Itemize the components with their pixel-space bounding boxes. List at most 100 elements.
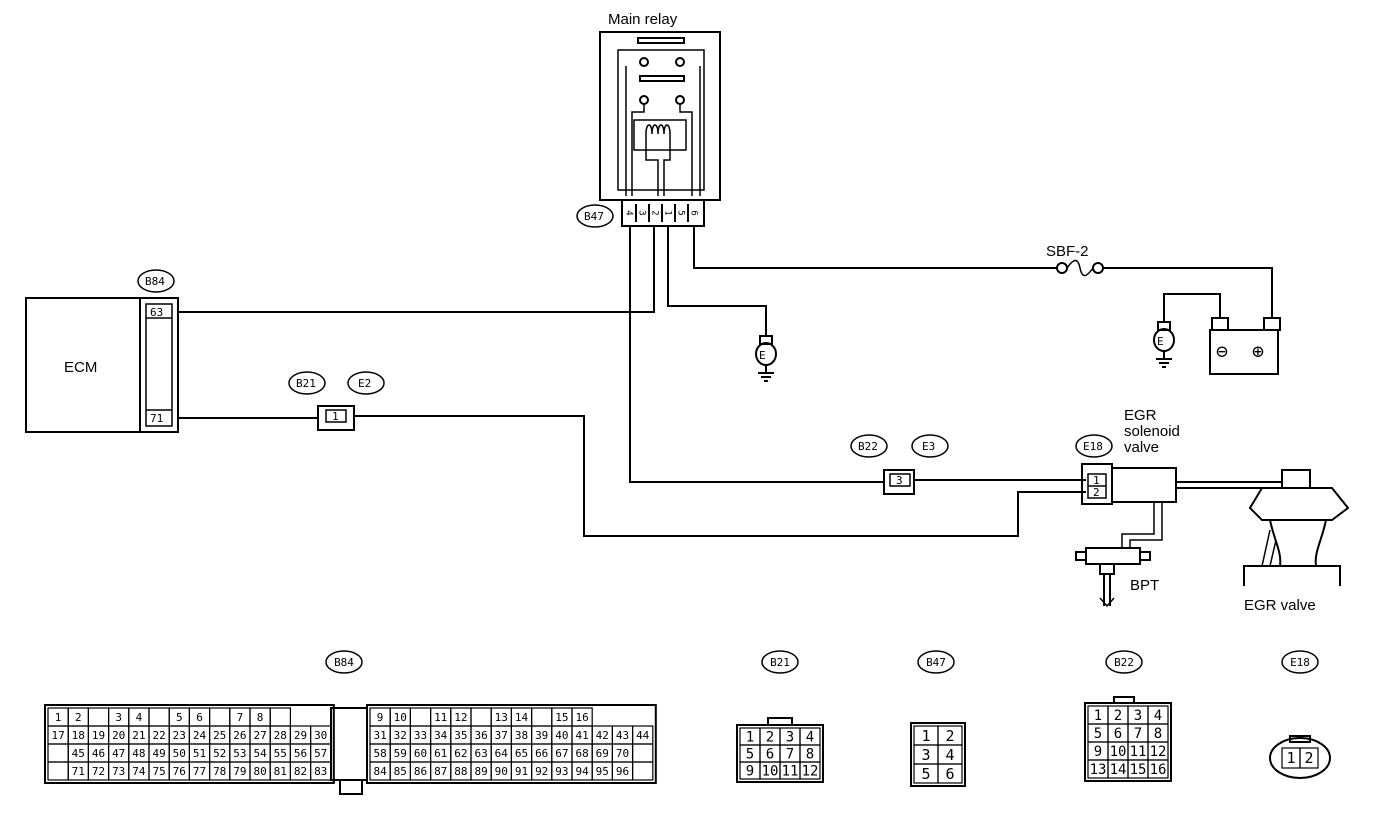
b84-left-pin: 21 xyxy=(132,729,145,742)
b84-right-pin: 31 xyxy=(373,729,386,742)
b84-left-pin: 71 xyxy=(72,765,85,778)
b84-right-pin: 64 xyxy=(495,747,509,760)
b84-left-pin: 46 xyxy=(92,747,105,760)
battery-plus-symbol: ⊕ xyxy=(1252,339,1264,363)
b22-pin: 16 xyxy=(1150,762,1167,778)
relay-pin-number: 3 xyxy=(637,210,647,215)
b47-view-tag-oval xyxy=(917,650,955,674)
relay-pin-number: 5 xyxy=(676,210,686,215)
egr-solenoid xyxy=(1081,463,1177,505)
tag-b84-oval xyxy=(137,269,175,293)
b22-pin: 13 xyxy=(1090,762,1107,778)
tag-b21: B21 xyxy=(296,377,316,390)
b21-pin: 8 xyxy=(806,747,814,763)
b84-center-key xyxy=(330,707,368,781)
ecm-connector-inner xyxy=(145,303,173,427)
b84-right-pin: 11 xyxy=(434,711,447,724)
b84-right-pin: 60 xyxy=(414,747,427,760)
b84-right-pin: 14 xyxy=(515,711,529,724)
ground-relay-letter: E xyxy=(759,349,766,362)
b47-pin: 6 xyxy=(945,765,954,783)
b22-pin: 11 xyxy=(1130,744,1147,760)
b22-pin: 1 xyxy=(1094,708,1102,724)
b84-left-pin: 19 xyxy=(92,729,105,742)
fuse-sbf2 xyxy=(1056,259,1104,277)
b84-left-pin: 82 xyxy=(294,765,307,778)
b22-pin: 8 xyxy=(1154,726,1162,742)
b84-left-cavity xyxy=(87,707,110,727)
ecm-unit xyxy=(25,297,179,433)
b84-right-pin: 70 xyxy=(616,747,629,760)
b84-left-pin: 75 xyxy=(152,765,165,778)
b84-left-pin: 30 xyxy=(314,729,327,742)
b84-right-pin: 42 xyxy=(596,729,609,742)
egr-solenoid-label-3: valve xyxy=(1124,439,1159,456)
relay-coil xyxy=(645,124,671,135)
b84-view-tag-oval xyxy=(325,650,363,674)
e18-pin: 1 xyxy=(1286,749,1295,767)
b47-pin: 4 xyxy=(945,746,954,764)
b84-left-pin: 72 xyxy=(92,765,105,778)
battery-body xyxy=(1209,329,1279,375)
b21-pin: 6 xyxy=(766,747,774,763)
battery xyxy=(1209,317,1281,375)
connector-b22-e3 xyxy=(883,469,915,495)
tag-b22-oval xyxy=(850,434,888,458)
b84-right-pin: 87 xyxy=(434,765,447,778)
b84-right-pin: 96 xyxy=(616,765,629,778)
b84-left-pin: 29 xyxy=(294,729,307,742)
wire-relay-to-fuse xyxy=(693,226,1058,269)
b84-right-pin: 90 xyxy=(495,765,508,778)
b22-pin: 5 xyxy=(1094,726,1102,742)
b84-left-pin: 50 xyxy=(173,747,186,760)
b22-pin: 9 xyxy=(1094,744,1102,760)
relay-pin-number: 6 xyxy=(689,210,699,215)
b47-cavity xyxy=(937,763,963,784)
b84-left-pin: 55 xyxy=(274,747,287,760)
ecm-label: ECM xyxy=(64,359,97,376)
egr-valve-port xyxy=(1281,469,1311,489)
b84-view-tag: B84 xyxy=(334,656,354,669)
b22-latch xyxy=(1113,696,1135,704)
tag-b47-oval xyxy=(576,204,614,228)
b84-right-pin: 61 xyxy=(434,747,447,760)
tag-b47: B47 xyxy=(584,210,604,223)
fuse-terminal xyxy=(1092,262,1104,274)
b84-left-pin: 24 xyxy=(193,729,207,742)
b84-left-pin: 51 xyxy=(193,747,206,760)
egr-valve-label: EGR valve xyxy=(1244,597,1316,614)
b47-pin: 5 xyxy=(921,765,930,783)
wire-relay-to-ground xyxy=(667,226,767,336)
b84-left-cavity xyxy=(148,707,170,727)
connector-pin-box xyxy=(325,409,347,423)
wire-e2-to-solenoid-2 xyxy=(354,415,1086,537)
wire-fuse-to-battery-plus xyxy=(1104,267,1273,318)
b47-pin: 3 xyxy=(921,746,930,764)
b84-left-pin: 81 xyxy=(274,765,287,778)
fuse-terminal xyxy=(1056,262,1068,274)
b84-left-pin: 8 xyxy=(257,711,264,724)
e18-view-tag-oval xyxy=(1281,650,1319,674)
b84-right-pin: 10 xyxy=(394,711,407,724)
bpt-tab xyxy=(1075,551,1087,561)
bpt-arrow xyxy=(1099,597,1115,608)
tag-e3-oval xyxy=(911,434,949,458)
b84-left-pin: 6 xyxy=(196,711,203,724)
connector-b21-e2 xyxy=(317,405,355,431)
b84-left-housing xyxy=(44,704,335,784)
connector-pin-box xyxy=(889,473,911,487)
b84-left-pin: 17 xyxy=(51,729,64,742)
relay-contact-bar xyxy=(639,75,685,82)
b21-e2-pin: 1 xyxy=(332,410,339,423)
b22-pin: 15 xyxy=(1130,762,1147,778)
b22-pin: 10 xyxy=(1110,744,1127,760)
b47-pin: 2 xyxy=(945,727,954,745)
b84-left-pin: 45 xyxy=(72,747,85,760)
b84-right-pin: 33 xyxy=(414,729,427,742)
b21-cavity xyxy=(799,761,821,780)
egr-valve-base xyxy=(1243,565,1341,586)
b22-pin: 3 xyxy=(1134,708,1142,724)
b84-right-cavity xyxy=(409,707,432,727)
